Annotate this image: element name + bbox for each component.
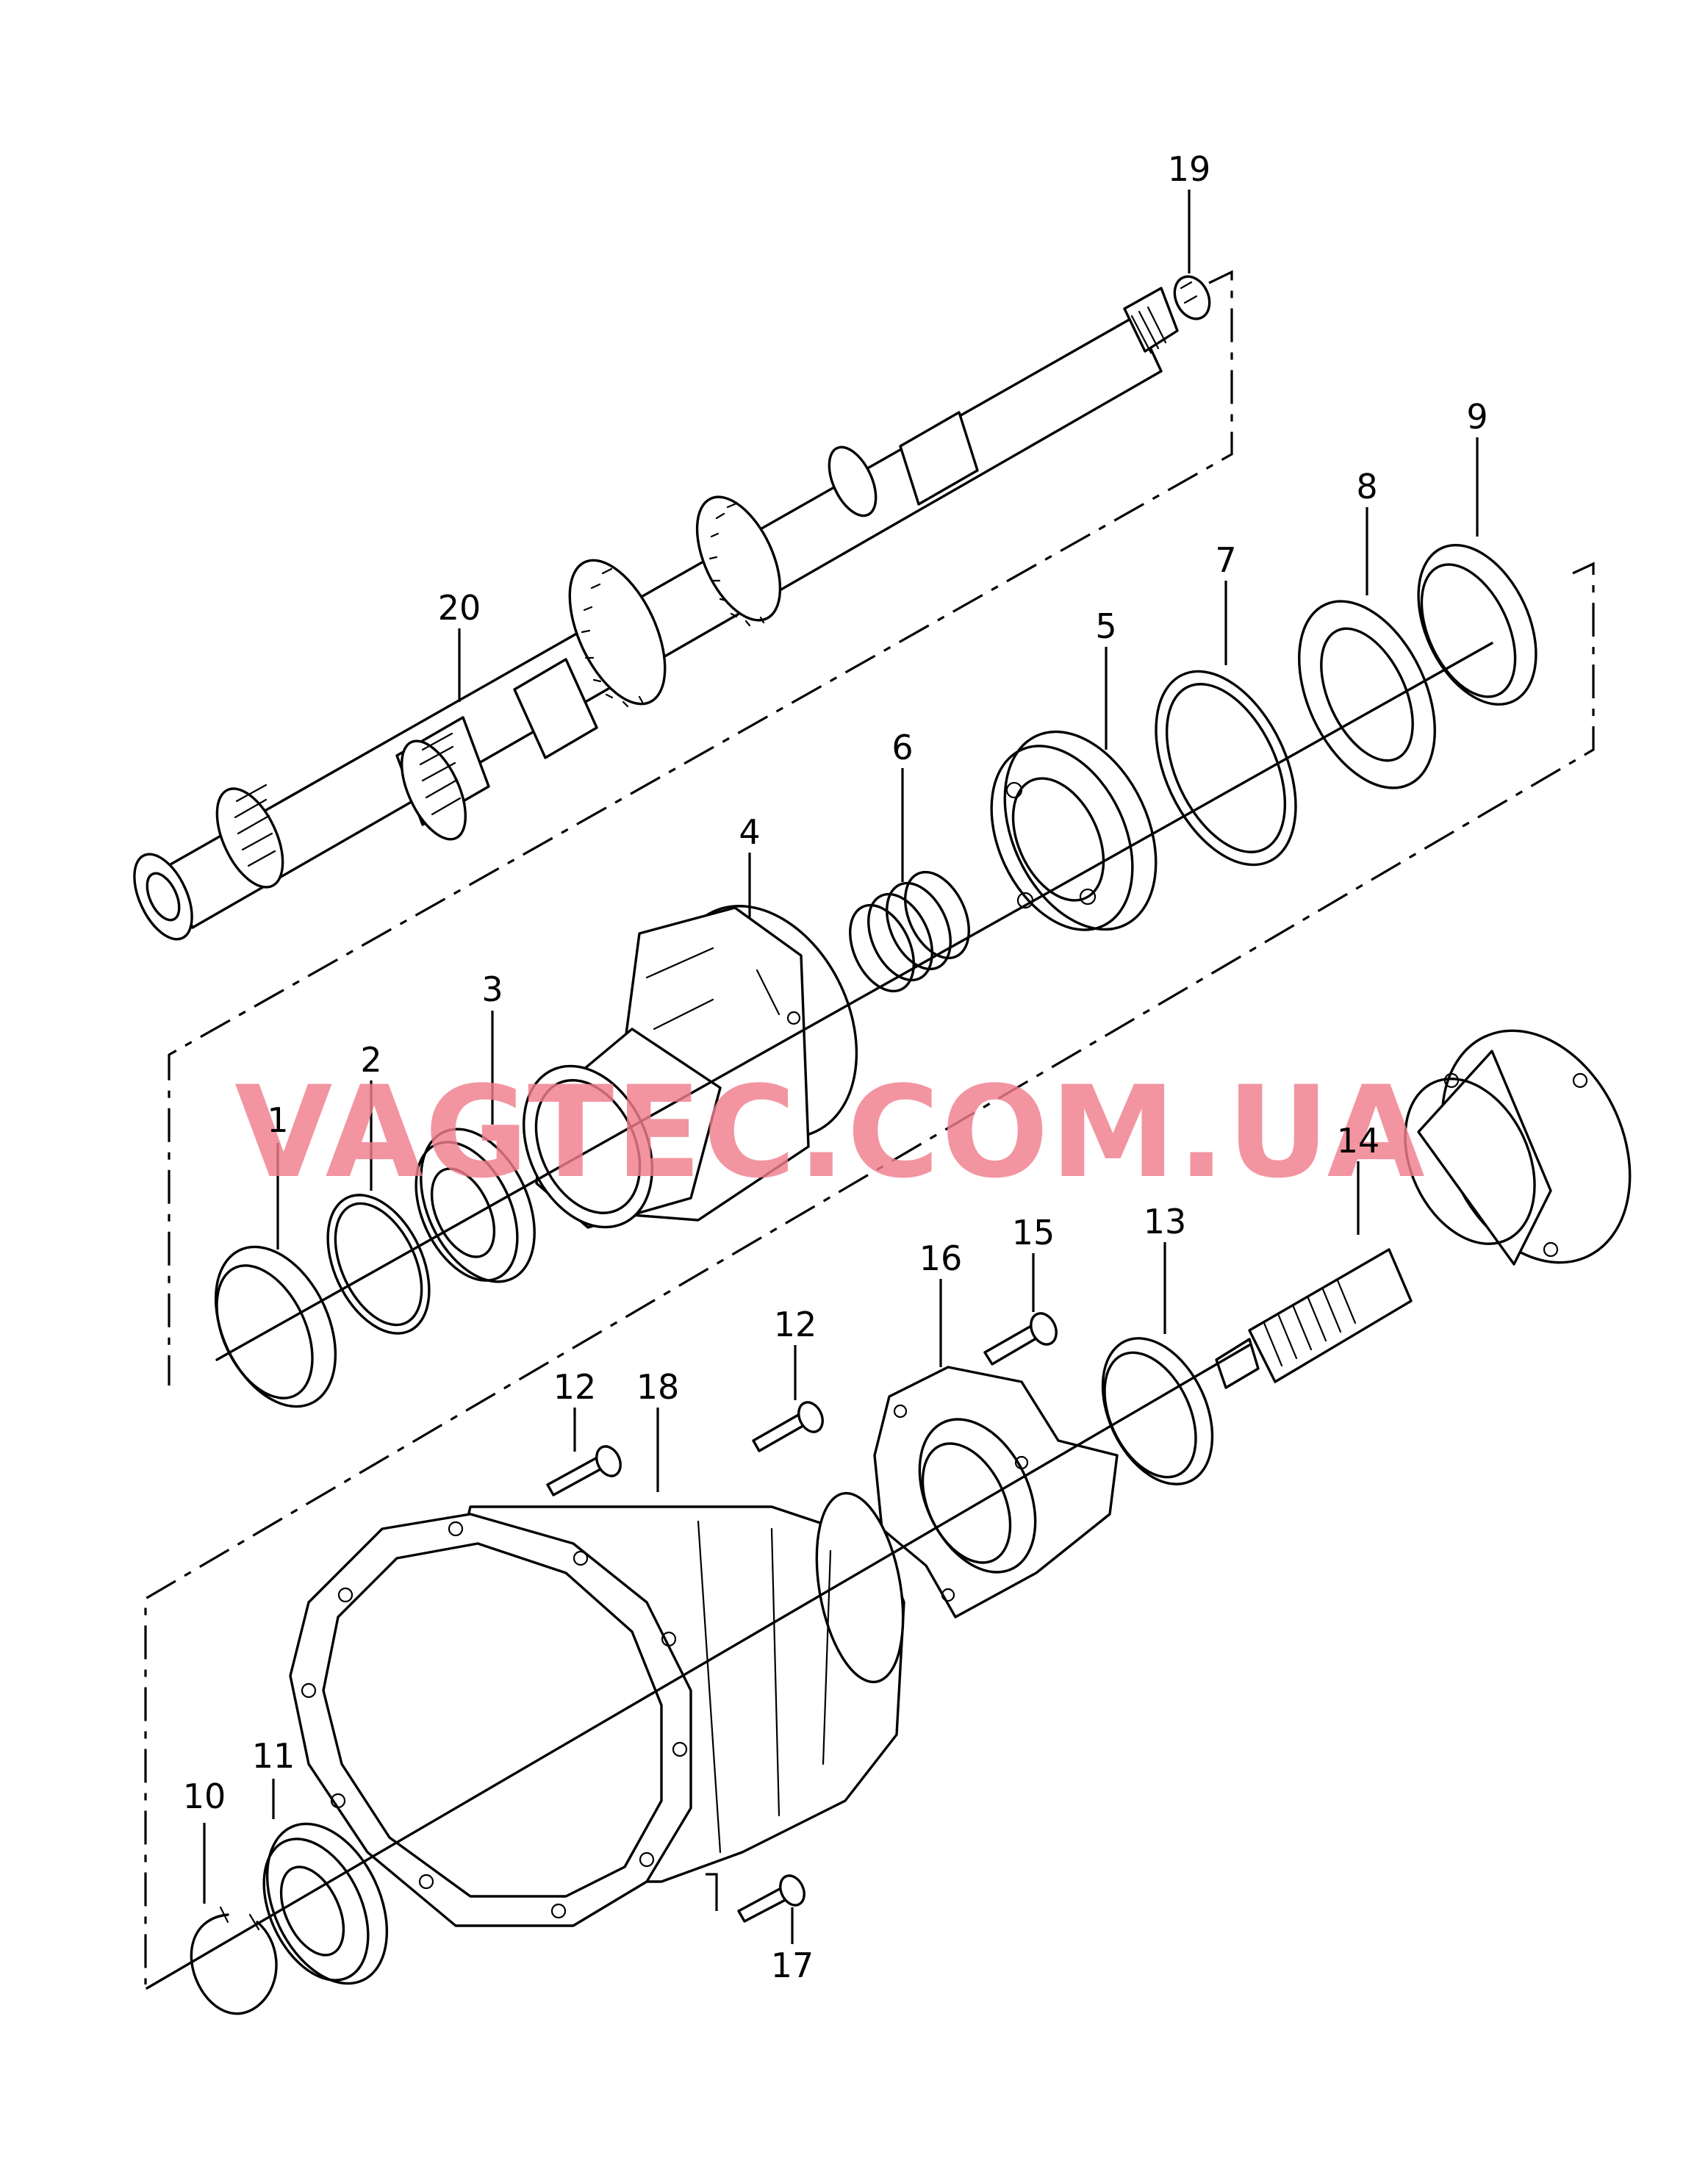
part-12-screw-a [752, 1345, 824, 1452]
part-5-ball-bearing [990, 647, 1158, 931]
callout-10: 10 [183, 1777, 226, 1816]
part-20-main-shaft [133, 287, 1179, 941]
part-17-bolt [737, 1874, 805, 1944]
part-6-spring [849, 768, 970, 993]
callout-5: 5 [1095, 606, 1116, 646]
callout-labels: 1 2 3 4 5 6 7 8 9 10 11 12 12 13 14 15 1… [183, 149, 1488, 1985]
callout-15: 15 [1012, 1213, 1055, 1252]
part-9-ring [1417, 437, 1537, 706]
callout-1: 1 [267, 1100, 288, 1140]
callout-19: 19 [1168, 149, 1211, 189]
watermark: VAGTEC.COM.UA [234, 1058, 1427, 1206]
callout-17: 17 [771, 1946, 814, 1985]
part-11-bearing [262, 1779, 389, 1985]
callout-20: 20 [438, 588, 481, 628]
part-13-seal [1101, 1242, 1214, 1485]
callout-18: 18 [636, 1367, 680, 1407]
group-brackets [144, 270, 1595, 1985]
part-14-flange-shaft [1215, 1029, 1632, 1389]
callout-8: 8 [1356, 467, 1377, 506]
callout-9: 9 [1466, 397, 1488, 437]
callout-3: 3 [481, 969, 503, 1009]
callout-13: 13 [1144, 1202, 1187, 1241]
bottom-assembly-axis [146, 1344, 1251, 1990]
callout-6: 6 [891, 728, 913, 767]
part-18-gearbox-housing [289, 1408, 905, 1927]
top-assembly-axis [215, 642, 1493, 1361]
callout-14: 14 [1337, 1121, 1380, 1161]
part-8-shim [1298, 507, 1436, 789]
part-16-bracket [873, 1279, 1119, 1618]
part-12-screw-b [546, 1408, 622, 1496]
callout-7: 7 [1215, 540, 1236, 580]
part-7-ring [1155, 581, 1297, 867]
callout-2: 2 [360, 1040, 381, 1080]
callout-4: 4 [739, 812, 760, 852]
part-15-bolt [983, 1253, 1058, 1366]
callout-11: 11 [252, 1736, 295, 1776]
part-3-bearing [415, 1011, 536, 1283]
callout-16: 16 [919, 1238, 963, 1278]
callout-12-a: 12 [553, 1367, 597, 1407]
callout-12-b: 12 [774, 1305, 817, 1344]
part-10-circlip [190, 1823, 278, 2015]
part-19-needle-sleeve [1173, 190, 1211, 320]
